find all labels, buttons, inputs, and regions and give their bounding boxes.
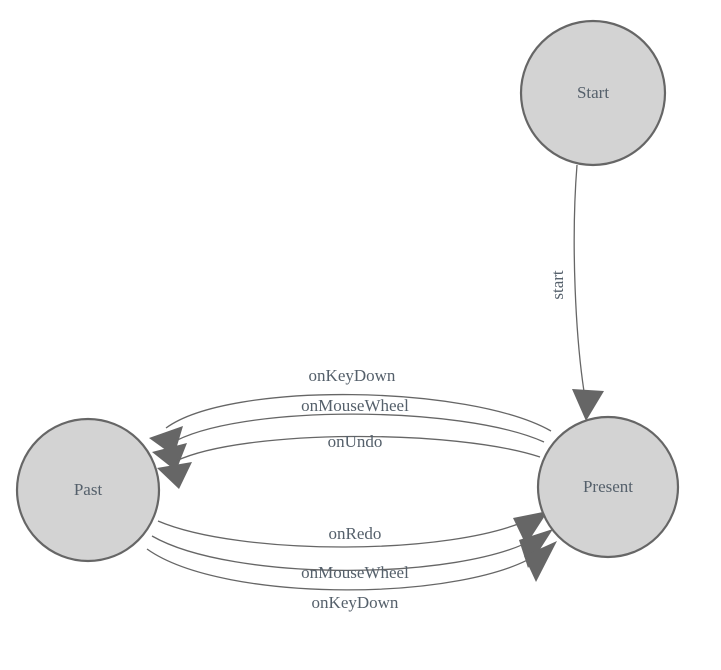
edge-label-past-present-onmousewheel: onMouseWheel (301, 563, 409, 582)
node-past-circle[interactable] (15, 417, 161, 563)
node-present-label: Present (583, 477, 633, 496)
node-past[interactable]: Past (15, 417, 161, 563)
node-start[interactable]: Start (519, 19, 667, 167)
edge-path-past-present-1 (157, 518, 531, 548)
node-past-label: Past (74, 480, 103, 499)
node-present[interactable]: Present (536, 415, 680, 559)
arrowhead-start-present (572, 389, 604, 421)
edge-path-present-past-2 (169, 413, 545, 445)
node-start-label: Start (577, 83, 609, 102)
edge-start-to-present[interactable] (572, 164, 604, 421)
node-start-circle[interactable] (519, 19, 667, 167)
edge-past-to-present-onkeydown[interactable] (146, 541, 557, 591)
edge-path-present-past-1 (165, 393, 552, 432)
arrowhead-past-present-3 (524, 541, 557, 582)
arrowhead-present-past-2 (152, 443, 187, 471)
edge-present-to-past-onundo[interactable] (157, 435, 541, 489)
arrowhead-present-past-3 (157, 462, 192, 489)
node-group: Start Past Present (15, 19, 680, 563)
edge-past-to-present-onredo[interactable] (157, 511, 548, 548)
edge-group (146, 164, 604, 591)
edge-label-present-past-onundo: onUndo (328, 432, 383, 451)
edge-label-past-present-onkeydown: onKeyDown (312, 593, 399, 612)
edge-label-present-past-onmousewheel: onMouseWheel (301, 396, 409, 415)
node-present-circle[interactable] (536, 415, 680, 559)
edge-path-present-past-3 (175, 435, 541, 462)
edge-label-past-present-onredo: onRedo (329, 524, 382, 543)
edge-path-past-present-3 (146, 548, 542, 591)
edge-present-to-past-onmousewheel[interactable] (152, 413, 545, 471)
edge-label-group: start onKeyDown onMouseWheel onUndo onRe… (301, 270, 567, 612)
edge-path-start-present (573, 164, 587, 405)
arrowhead-past-present-1 (513, 511, 548, 545)
edge-label-present-past-onkeydown: onKeyDown (309, 366, 396, 385)
edge-path-past-present-2 (151, 535, 537, 571)
edge-label-start: start (548, 270, 567, 300)
